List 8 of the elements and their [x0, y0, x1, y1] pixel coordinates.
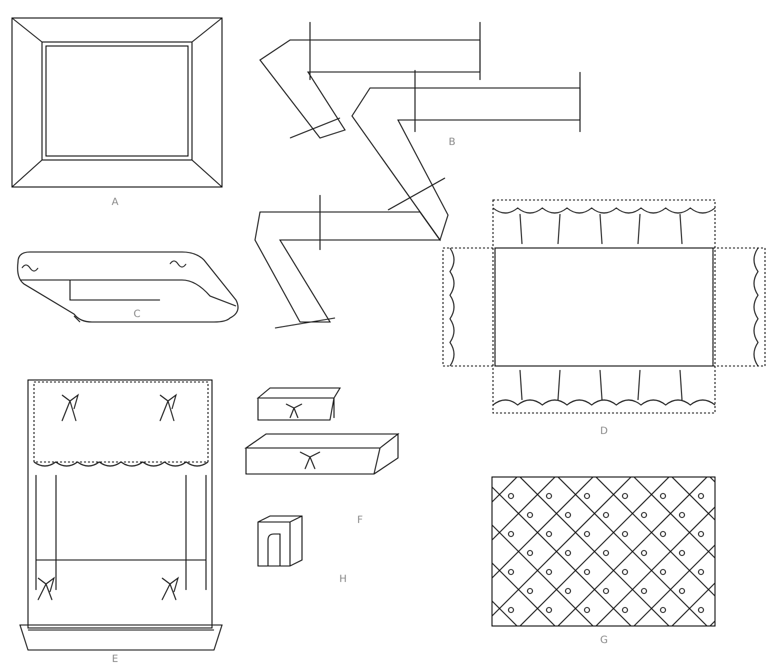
figure-letter: G: [600, 636, 608, 646]
figure-letter: F: [357, 516, 363, 526]
figure-letter: E: [112, 655, 118, 665]
figure-letter: D: [600, 427, 608, 437]
figure-letter: H: [339, 575, 347, 585]
figure-letter: B: [448, 138, 456, 148]
figure-letter: C: [134, 310, 140, 320]
figure-letter: A: [112, 198, 118, 208]
